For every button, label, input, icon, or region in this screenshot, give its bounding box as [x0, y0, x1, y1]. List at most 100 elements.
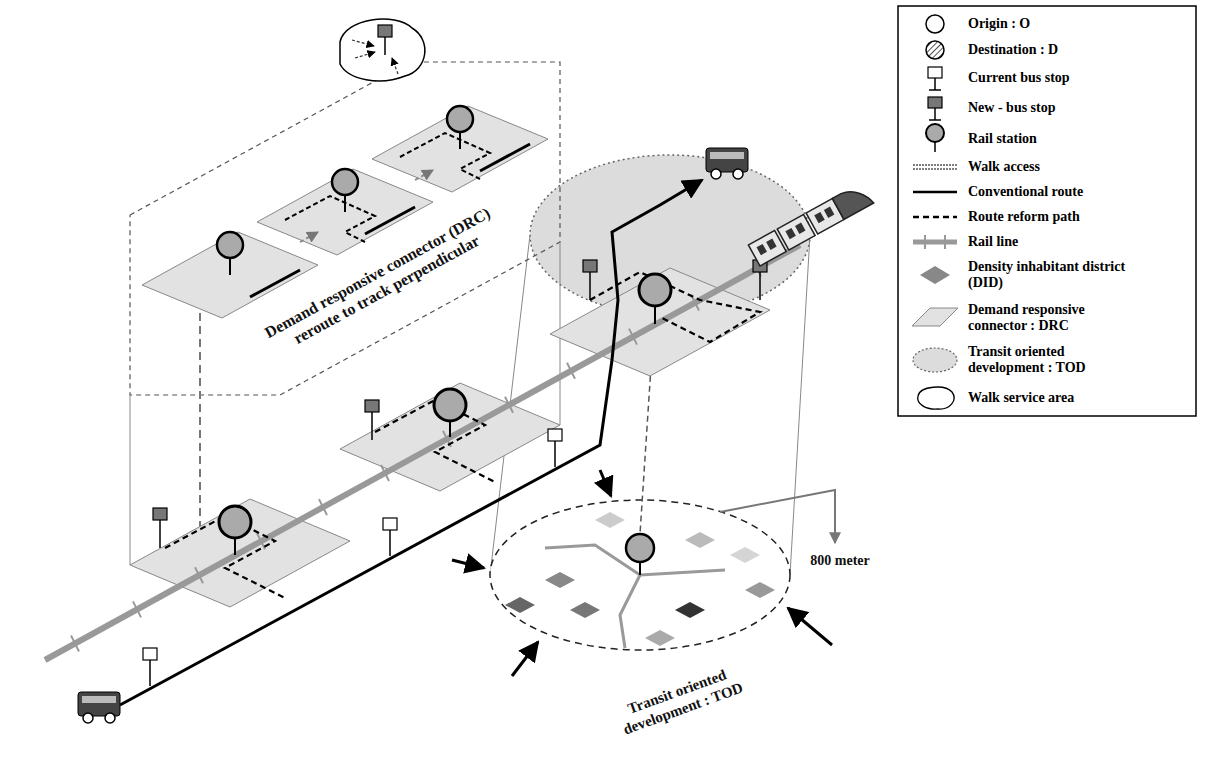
legend-text: Current bus stop — [968, 70, 1133, 86]
legend-entry: New - bus stop — [968, 100, 1133, 116]
did-diamond — [685, 532, 715, 548]
new-bus-stop — [153, 260, 767, 548]
panel-drop-line — [199, 300, 201, 540]
rail-line — [133, 601, 141, 617]
bus-icon — [706, 148, 748, 179]
radius-bracket — [720, 490, 835, 543]
new-bus-stop — [759, 272, 761, 300]
rail-station — [217, 232, 243, 258]
legend-sample — [928, 97, 942, 108]
tod-streets — [640, 570, 725, 575]
new-bus-stop — [159, 520, 161, 548]
rail-line — [319, 499, 327, 515]
tod-cylinder — [530, 155, 810, 315]
bus-icon — [733, 169, 743, 179]
legend-sample — [912, 308, 958, 326]
rail-station — [639, 274, 671, 306]
train-icon — [766, 239, 776, 250]
rail-line — [71, 636, 79, 652]
legend-sample — [934, 78, 936, 90]
bus-icon — [711, 169, 721, 179]
train-icon — [757, 244, 767, 255]
did-diamond — [505, 597, 535, 613]
legend-sample — [924, 235, 926, 249]
legend-entry: Demand responsive connector : DRC — [968, 302, 1133, 334]
legend-sample — [918, 387, 954, 409]
current-bus-stop — [554, 441, 556, 467]
legend-text: Route reform path — [968, 209, 1133, 225]
new-bus-stop — [153, 508, 167, 520]
bus-icon — [82, 696, 116, 703]
legend-entry: Rail line — [968, 234, 1133, 250]
drc-panel-outline — [130, 62, 560, 395]
train-icon — [795, 223, 805, 234]
conventional-route — [365, 207, 415, 234]
conventional-route — [120, 180, 702, 705]
bus-icon — [105, 713, 115, 723]
drc-plate — [142, 232, 318, 318]
legend-sample — [926, 41, 944, 59]
new-bus-stop — [384, 37, 386, 55]
panel-step-arrow — [300, 170, 433, 242]
panel-step-arrow — [415, 170, 433, 180]
walk-service-area — [392, 58, 398, 74]
legend-text: New - bus stop — [968, 100, 1133, 116]
legend-sample — [926, 15, 944, 33]
inflow-arrow — [600, 470, 611, 496]
rail-station — [654, 306, 656, 324]
legend-text: Demand responsive connector : DRC — [968, 302, 1133, 334]
current-bus-stop — [149, 660, 151, 686]
inflow-arrow — [452, 560, 484, 568]
legend-sample — [929, 89, 941, 91]
legend-entry: Transit oriented development : TOD — [968, 344, 1133, 376]
legend-text: Walk service area — [968, 390, 1133, 406]
did-diamond — [745, 582, 775, 598]
legend-text: Origin : O — [968, 16, 1133, 32]
legend-sample — [926, 124, 944, 142]
label-text: Transit oriented development : TOD — [603, 657, 756, 742]
legend-sample — [912, 15, 958, 409]
route-reform-path — [400, 133, 490, 179]
legend-sample — [913, 216, 957, 219]
tod-cylinder — [490, 155, 810, 650]
rail-station — [459, 132, 461, 149]
current-bus-stop — [389, 530, 391, 556]
legend-sample — [920, 266, 950, 284]
legend-text: Transit oriented development : TOD — [968, 344, 1133, 376]
bus-icon — [78, 692, 120, 716]
rail-station — [219, 506, 251, 538]
legend-text: Rail station — [968, 131, 1133, 147]
legend-text: Destination : D — [968, 42, 1133, 58]
drc-plate — [257, 169, 433, 255]
legend-sample — [913, 191, 957, 194]
legend-sample — [913, 348, 957, 372]
legend-entry: Walk access — [968, 159, 1133, 175]
current-bus-stop — [548, 429, 562, 441]
walk-service-area — [355, 52, 375, 58]
tod-cylinder — [790, 235, 810, 575]
legend-sample — [913, 240, 957, 245]
legend-sample — [929, 119, 941, 121]
tod-cylinder — [490, 500, 790, 650]
rail-line — [505, 397, 513, 413]
rail-line — [381, 465, 389, 481]
route-reform-path — [285, 196, 375, 242]
new-bus-stop — [378, 25, 392, 55]
conventional-route — [250, 270, 300, 297]
tod-station — [626, 534, 654, 562]
drc-plate — [340, 383, 560, 491]
legend-entry: Current bus stop — [968, 70, 1133, 86]
bus-icon — [78, 692, 120, 723]
current-bus-stop — [143, 429, 562, 686]
legend-sample — [934, 108, 936, 120]
new-bus-stop — [371, 412, 373, 440]
walk-service-area — [340, 19, 425, 81]
legend-sample — [934, 142, 936, 152]
route-reform-path — [165, 272, 760, 598]
rail-line — [71, 260, 761, 651]
train-icon — [785, 228, 795, 239]
conventional-route — [480, 144, 530, 171]
legend-text: Walk access — [968, 159, 1133, 175]
did-diamond — [595, 512, 625, 528]
